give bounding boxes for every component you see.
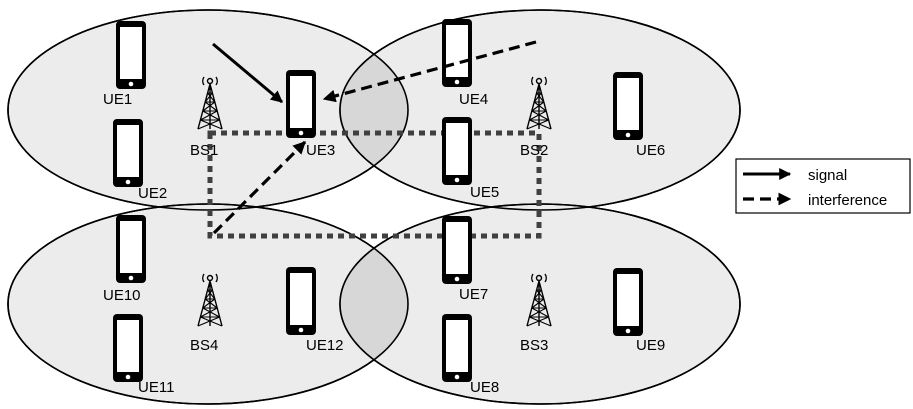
signal-arrow-bs1-ue3 [212,42,283,104]
bs4-label: BS4 [190,337,218,354]
bs1-label: BS1 [190,142,218,159]
ue7-label: UE7 [459,286,488,303]
ue9-label: UE9 [636,337,665,354]
ue2-label: UE2 [138,185,167,202]
bs2-label: BS2 [520,142,548,159]
ue11-label: UE11 [138,379,174,396]
ue11-phone [113,314,143,382]
legend: signal interference [735,158,911,214]
legend-box [735,158,911,214]
backhaul-links [207,130,542,239]
ue2-phone [113,119,143,187]
ue4-phone [442,19,472,87]
ue3-phone [286,70,316,138]
ue12-label: UE12 [306,337,344,354]
legend-signal-label: signal [808,167,847,184]
interference-arrow-bs4-ue3 [212,140,307,235]
ue6-phone [613,72,643,140]
ue5-label: UE5 [470,184,499,201]
ue10-phone [116,215,146,283]
ue8-phone [442,314,472,382]
ue7-phone [442,216,472,284]
ue4-label: UE4 [459,91,488,108]
interference-arrow-bs2-ue3 [322,40,537,103]
ue6-label: UE6 [636,142,665,159]
bs3-label: BS3 [520,337,548,354]
ue3-label: UE3 [306,142,335,159]
ue10-label: UE10 [103,287,141,304]
ue12-phone [286,267,316,335]
ue1-phone [116,21,146,89]
ue8-label: UE8 [470,379,499,396]
ue5-phone [442,117,472,185]
ue1-label: UE1 [103,91,132,108]
ue9-phone [613,268,643,336]
legend-interference-label: interference [808,192,887,209]
